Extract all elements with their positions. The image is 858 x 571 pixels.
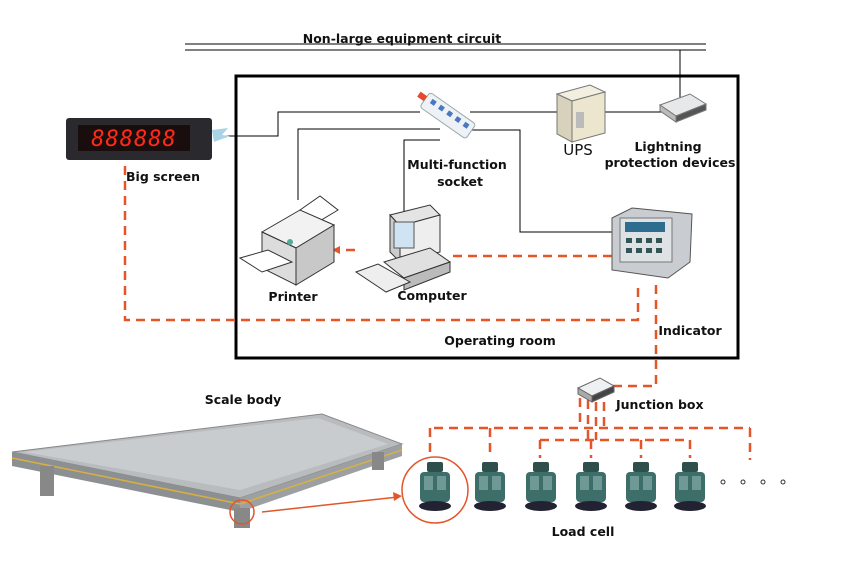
computer-icon	[354, 204, 452, 293]
printer-label: Printer	[268, 289, 318, 304]
computer-label: Computer	[397, 288, 467, 303]
junction-box-label: Junction box	[616, 397, 704, 412]
socket-label-line2: socket	[437, 174, 483, 189]
indicator-icon	[611, 207, 693, 279]
operating-room-box	[234, 74, 740, 360]
signal-lines	[123, 166, 752, 460]
load-cell-icon	[625, 462, 657, 511]
scale-body-icon	[11, 413, 404, 528]
big-screen-device: 888888	[66, 118, 230, 160]
big-screen-digits: 888888	[91, 127, 176, 152]
load-cell-icon	[575, 462, 607, 511]
ups-icon	[555, 84, 607, 143]
printer-icon	[238, 195, 339, 286]
callout-arrow	[261, 496, 399, 513]
load-cell-icon	[419, 462, 451, 511]
lightning-label-line1: Lightning	[634, 139, 702, 154]
circuit-title: Non-large equipment circuit	[302, 31, 502, 46]
arrow-head-icon	[332, 246, 340, 254]
ups-label: UPS	[563, 141, 593, 159]
socket-label-line1: Multi-function	[407, 157, 507, 172]
power-circuit-lines	[185, 43, 706, 233]
operating-room-label: Operating room	[444, 333, 556, 348]
load-cell-icon	[474, 462, 506, 511]
load-cell-label: Load cell	[551, 524, 615, 539]
load-cells	[419, 462, 706, 511]
scale-body-label: Scale body	[204, 392, 282, 407]
callout-arrow-head-icon	[393, 492, 402, 501]
load-cell-icon	[525, 462, 557, 511]
multi-function-socket-icon	[417, 91, 476, 139]
load-cell-highlight-circle	[401, 456, 469, 524]
load-cell-icon	[674, 462, 706, 511]
big-screen-label: Big screen	[126, 169, 200, 184]
junction-box-icon	[576, 377, 616, 403]
lightning-label-line2: protection devices	[604, 155, 736, 170]
lightning-protection-device-icon	[658, 93, 708, 123]
continuation-dots	[720, 479, 786, 485]
indicator-label: Indicator	[658, 323, 722, 338]
